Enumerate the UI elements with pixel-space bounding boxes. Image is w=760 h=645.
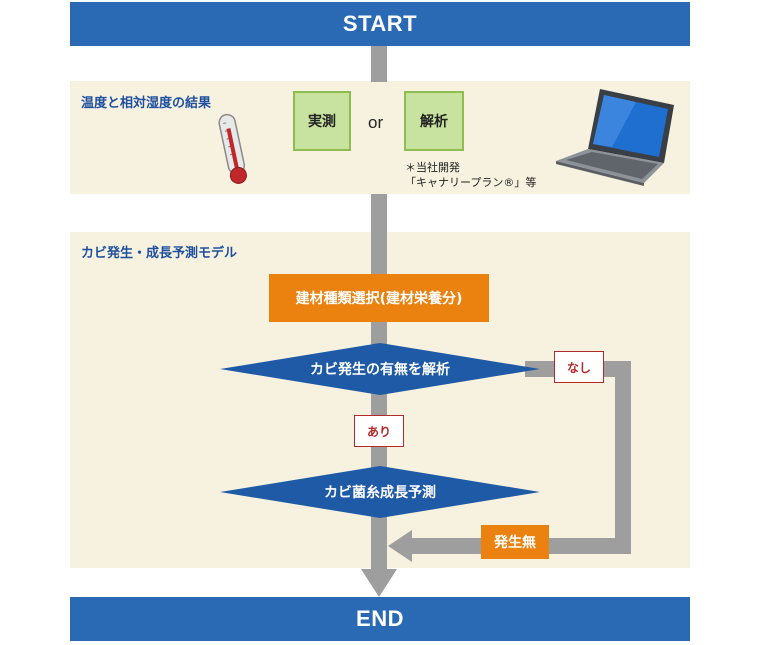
connector-no-down	[615, 361, 631, 554]
mycelium-growth-prediction: カビ菌糸成長予測	[324, 485, 436, 501]
or-text: or	[368, 113, 384, 132]
start-bar: START	[70, 2, 690, 46]
decision-mold-occurrence-shape	[220, 343, 540, 395]
arrow-head-end	[361, 569, 397, 597]
analysis-note-line2: 「キャナリープラン®」等	[405, 176, 537, 189]
option-measurement: 実測	[293, 91, 351, 151]
thermometer-icon	[218, 113, 247, 184]
mold-model-section-title: カビ発生・成長予測モデル	[81, 246, 238, 261]
mycelium-growth-prediction-shape	[220, 466, 540, 518]
results-section-title: 温度と相対湿度の結果	[81, 96, 212, 111]
end-bar: END	[70, 597, 690, 641]
tag-yes: あり	[354, 415, 404, 447]
option-analysis: 解析	[404, 91, 464, 151]
laptop-icon	[556, 89, 674, 186]
tag-no-occurrence: 発生無	[481, 525, 549, 559]
decision-mold-occurrence: カビ発生の有無を解析	[310, 362, 450, 378]
tag-no: なし	[554, 351, 604, 383]
results-panel	[70, 81, 690, 194]
analysis-note: ＊当社開発 「キャナリープラン®」等	[405, 160, 536, 190]
connector-start-results	[371, 46, 387, 82]
analysis-note-line1: ＊当社開発	[405, 161, 460, 174]
arrow-head-no-return	[388, 530, 412, 562]
material-select-step: 建材種類選択(建材栄養分)	[269, 274, 489, 322]
